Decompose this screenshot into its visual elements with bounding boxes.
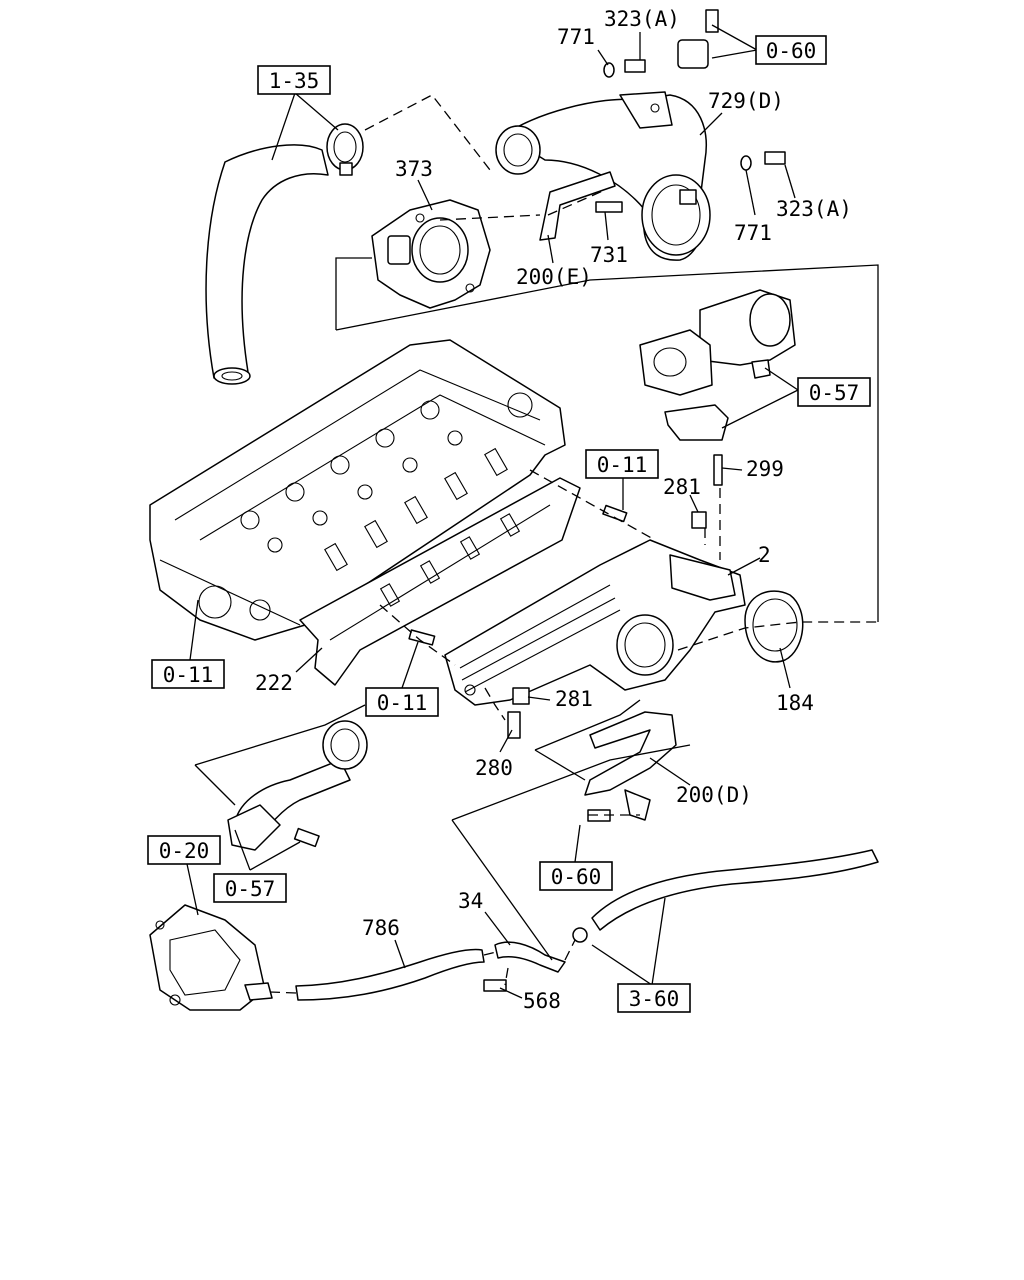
label-731: 731 (590, 243, 628, 267)
label-200d: 200(D) (676, 783, 752, 807)
label-568: 568 (523, 989, 561, 1013)
hose-clamp (326, 123, 364, 176)
egr-valve (639, 289, 796, 441)
svg-text:0-57: 0-57 (809, 381, 860, 405)
label-2: 2 (758, 543, 771, 567)
label-281-top: 281 (663, 475, 701, 499)
ref-box-3-60: 3-60 (617, 983, 691, 1013)
ref-box-1-35: 1-35 (257, 65, 331, 95)
label-34: 34 (458, 889, 483, 913)
label-184: 184 (776, 691, 814, 715)
label-280: 280 (475, 756, 513, 780)
svg-text:0-11: 0-11 (597, 453, 648, 477)
svg-text:1-35: 1-35 (269, 69, 320, 93)
svg-text:3-60: 3-60 (629, 987, 680, 1011)
svg-text:0-60: 0-60 (766, 39, 817, 63)
vacuum-pipe (494, 941, 566, 973)
cylinder-head (149, 339, 566, 641)
svg-text:0-11: 0-11 (377, 691, 428, 715)
label-771-right: 771 (734, 221, 772, 245)
label-373: 373 (395, 157, 433, 181)
vacuum-pump (149, 904, 273, 1011)
ref-box-0-57-right: 0-57 (797, 377, 871, 407)
label-222: 222 (255, 671, 293, 695)
label-323a-right: 323(A) (776, 197, 852, 221)
ref-box-0-20: 0-20 (147, 835, 221, 865)
svg-text:0-20: 0-20 (159, 839, 210, 863)
leader-lines (186, 24, 799, 999)
ring-gasket (744, 590, 804, 663)
label-729d: 729(D) (708, 89, 784, 113)
bracket-200d (584, 711, 677, 821)
svg-text:0-60: 0-60 (551, 865, 602, 889)
ref-box-0-11-bottom: 0-11 (365, 687, 439, 717)
ref-box-0-60-bottom: 0-60 (539, 861, 613, 891)
intake-pipe (495, 91, 711, 261)
label-771-top: 771 (557, 25, 595, 49)
svg-text:0-11: 0-11 (163, 663, 214, 687)
manifold-gasket (299, 477, 581, 686)
ref-box-0-11-left: 0-11 (151, 659, 225, 689)
label-323a-top: 323(A) (604, 7, 680, 31)
right-hose (572, 849, 879, 943)
label-281-bottom: 281 (555, 687, 593, 711)
egr-pipe (227, 720, 368, 851)
bracket-200e (539, 171, 616, 241)
label-786: 786 (362, 916, 400, 940)
intake-hose (205, 144, 329, 385)
intake-manifold (444, 539, 746, 706)
ref-box-0-11-center: 0-11 (585, 449, 659, 479)
label-200e: 200(E) (516, 265, 592, 289)
vacuum-hose (295, 948, 485, 1001)
assembly-lines (194, 94, 879, 994)
label-299: 299 (746, 457, 784, 481)
svg-text:0-57: 0-57 (225, 877, 276, 901)
ref-box-0-60-top: 0-60 (755, 35, 827, 65)
throttle-body (371, 199, 491, 309)
ref-box-0-57-left: 0-57 (213, 873, 287, 903)
